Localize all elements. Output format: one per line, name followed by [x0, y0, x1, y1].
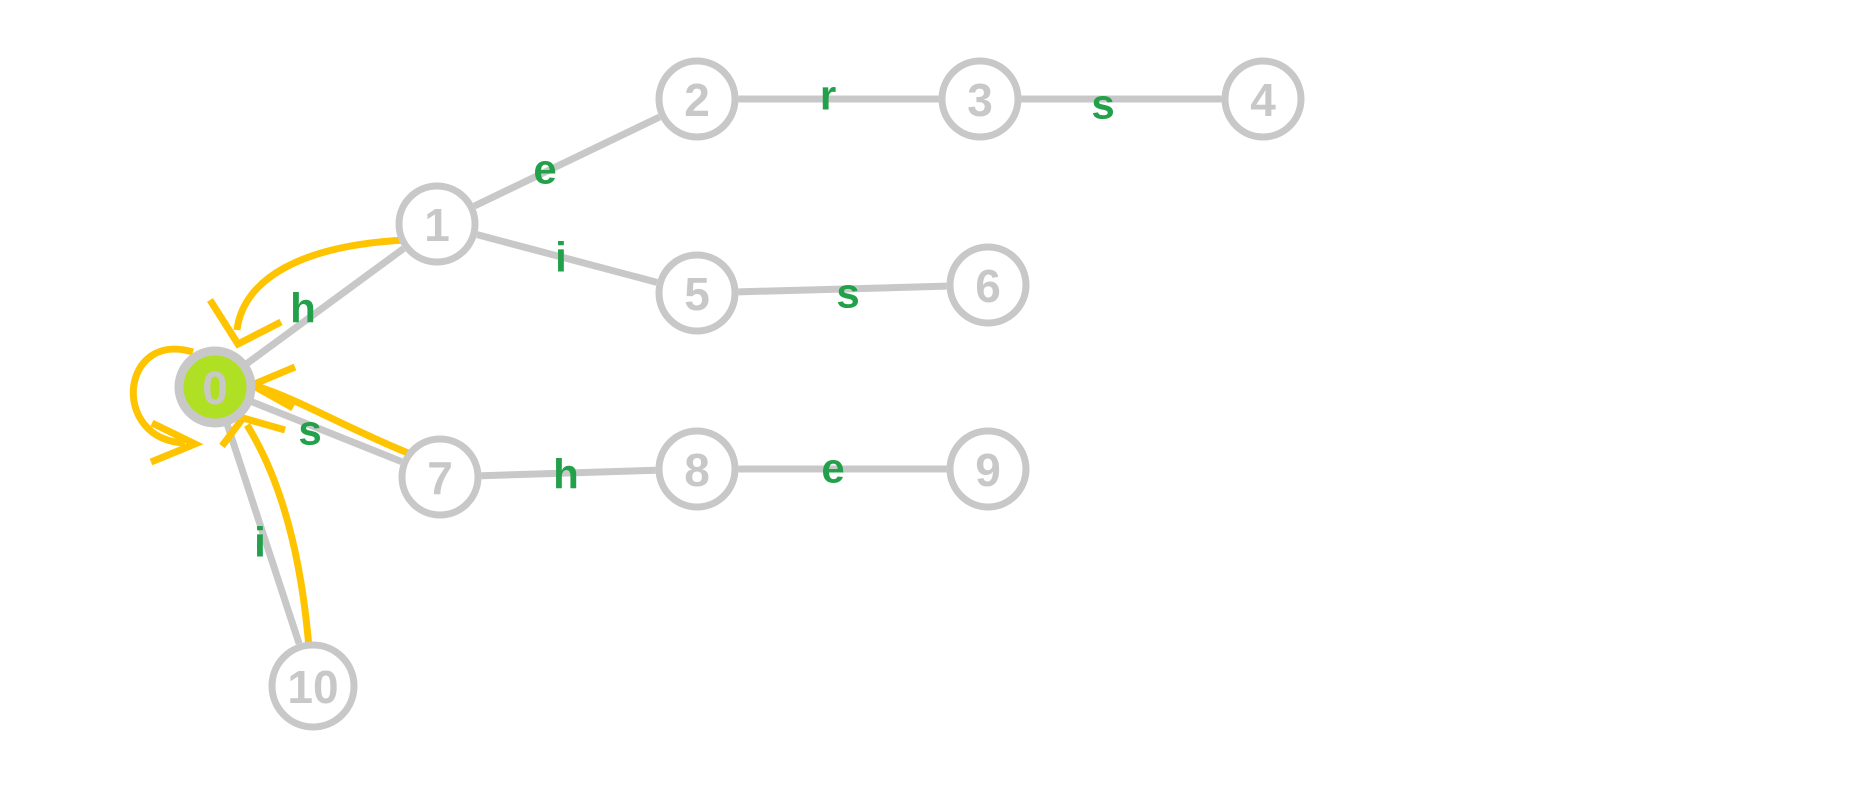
tree-edge-layer: [223, 95, 1222, 645]
edge-label-5-to-6: s: [836, 270, 859, 317]
node-circle-8: [655, 427, 739, 511]
node-label-10: 10: [287, 661, 338, 713]
suffix-link-self-loop-path: [129, 345, 195, 447]
node-label-8: 8: [684, 444, 710, 496]
node-label-2: 2: [684, 74, 710, 126]
suffix-link-self-loop-arrowhead: [149, 419, 204, 466]
suffix-link-1-path: [233, 236, 407, 331]
suffix-link-7-path: [257, 383, 415, 459]
node-circle-10: [268, 641, 358, 731]
node-circle-6: [946, 243, 1030, 327]
edge-label-3-to-4: s: [1091, 81, 1114, 128]
graph-node-7[interactable]: 7: [398, 435, 482, 519]
graph-node-6[interactable]: 6: [946, 243, 1030, 327]
graph-node-3[interactable]: 3: [938, 57, 1022, 141]
suffix-link-0-to-0[interactable]: [129, 345, 204, 466]
tree-edge-7-to-8[interactable]: [481, 466, 656, 480]
suffix-link-1-arrowhead: [207, 298, 283, 349]
tree-edge-1-to-5[interactable]: [476, 231, 658, 286]
suffix-link-10-arrowhead: [219, 413, 286, 449]
node-label-7: 7: [427, 452, 453, 504]
node-circle-1: [395, 182, 479, 266]
node-circle-4: [1221, 57, 1305, 141]
suffix-link-10-path: [244, 423, 313, 649]
node-label-5: 5: [684, 268, 710, 320]
graph-node-5[interactable]: 5: [655, 251, 739, 335]
edge-label-0-to-10: i: [254, 519, 266, 566]
graph-node-10[interactable]: 10: [268, 641, 358, 731]
graph-node-1[interactable]: 1: [395, 182, 479, 266]
tree-edge-0-to-10[interactable]: [223, 423, 303, 645]
graph-node-0[interactable]: 0: [174, 346, 256, 428]
node-layer: 0 1 2 3 4 5 6 7 8 9 10: [174, 57, 1305, 731]
node-label-4: 4: [1250, 74, 1276, 126]
node-label-9: 9: [975, 444, 1001, 496]
edge-label-0-to-7: s: [298, 407, 321, 454]
node-label-1: 1: [424, 199, 450, 251]
graph-node-8[interactable]: 8: [655, 427, 739, 511]
suffix-link-10-to-0[interactable]: [219, 413, 313, 649]
node-label-3: 3: [967, 74, 993, 126]
node-label-0: 0: [202, 362, 228, 414]
edge-label-8-to-9: e: [821, 445, 844, 492]
edge-label-1-to-2: e: [533, 146, 556, 193]
edge-label-0-to-1: h: [290, 285, 316, 332]
suffix-link-layer: [129, 236, 415, 649]
tree-edge-5-to-6[interactable]: [738, 282, 947, 296]
graph-node-4[interactable]: 4: [1221, 57, 1305, 141]
edge-label-7-to-8: h: [553, 451, 579, 498]
graph-node-2[interactable]: 2: [655, 57, 739, 141]
edge-label-1-to-5: i: [555, 234, 567, 281]
node-circle-9: [946, 427, 1030, 511]
node-circle-0: [174, 346, 256, 428]
graph-node-9[interactable]: 9: [946, 427, 1030, 511]
edge-label-2-to-3: r: [820, 72, 836, 119]
tree-edge-1-to-2[interactable]: [472, 113, 662, 210]
tree-edge-0-to-1[interactable]: [244, 245, 406, 367]
tree-edge-0-to-7[interactable]: [250, 398, 403, 465]
node-circle-5: [655, 251, 739, 335]
node-circle-2: [655, 57, 739, 141]
node-circle-7: [398, 435, 482, 519]
node-circle-3: [938, 57, 1022, 141]
node-label-6: 6: [975, 260, 1001, 312]
suffix-link-1-to-0[interactable]: [207, 236, 407, 349]
